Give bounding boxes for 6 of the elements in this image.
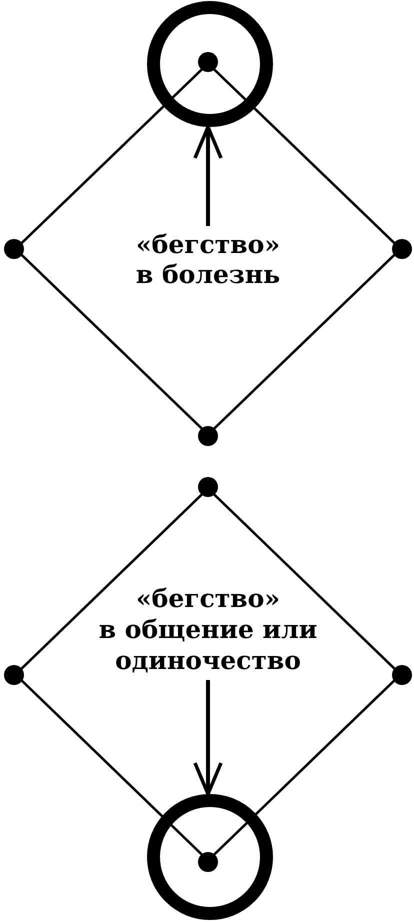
arrow [193,125,223,226]
thick-ring [147,794,273,920]
diamond-label: «бегство» в болезнь [136,230,280,290]
diamond-label: «бегство» в общение или одиночество [98,583,318,676]
arrow [193,680,223,796]
thick-ring [147,1,273,127]
